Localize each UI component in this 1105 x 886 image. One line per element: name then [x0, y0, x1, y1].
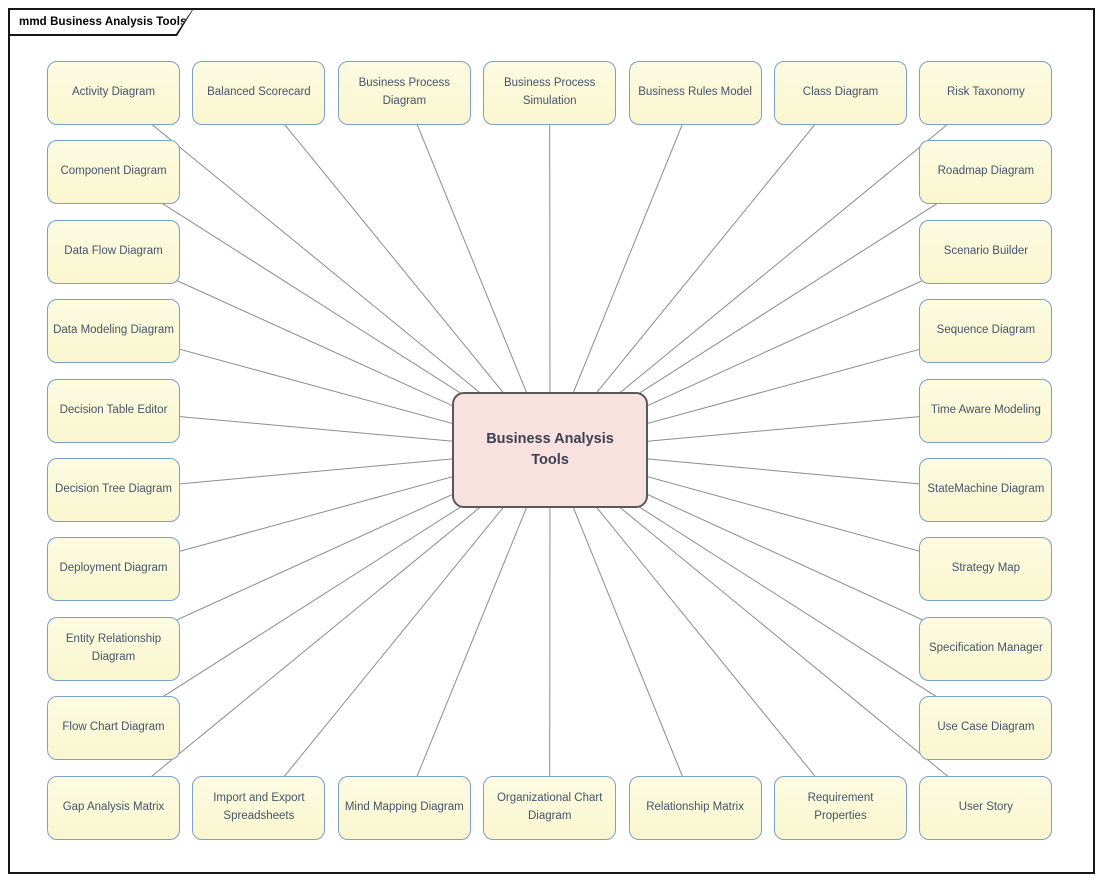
mindmap-node-label: Import and Export Spreadsheets — [213, 791, 305, 822]
mindmap-node[interactable]: Entity Relationship Diagram — [47, 616, 180, 681]
connector-line — [403, 92, 551, 451]
central-node[interactable]: Business Analysis Tools — [452, 392, 648, 508]
mindmap-node-label: Business Process Diagram — [358, 77, 450, 107]
connector-line — [113, 449, 551, 808]
mindmap-node-label: Decision Table Editor — [59, 403, 168, 416]
connector-line — [549, 449, 696, 808]
mindmap-node-label: Scenario Builder — [943, 244, 1029, 257]
mindmap-node-label: Component Diagram — [60, 165, 167, 178]
mindmap-node-label: Specification Manager — [928, 641, 1043, 654]
mindmap-node[interactable]: StateMachine Diagram — [919, 458, 1053, 522]
mindmap-node[interactable]: Business Process Diagram — [337, 61, 471, 125]
mindmap-node[interactable]: Requirement Properties — [774, 775, 907, 840]
diagram-frame-label: mmd Business Analysis Tools — [19, 16, 187, 28]
mindmap-node[interactable]: Business Rules Model — [628, 61, 762, 125]
mindmap-node[interactable]: Class Diagram — [774, 61, 907, 125]
mindmap-node-label: Data Modeling Diagram — [53, 324, 174, 337]
mindmap-node[interactable]: Activity Diagram — [47, 61, 180, 125]
mindmap-node[interactable]: Organizational Chart Diagram — [483, 775, 617, 840]
connector-line — [549, 449, 987, 808]
mindmap-node-label: Class Diagram — [802, 86, 879, 99]
mindmap-node-label: Sequence Diagram — [936, 324, 1036, 337]
connector-line — [258, 92, 551, 451]
mindmap-node[interactable]: Balanced Scorecard — [192, 61, 326, 125]
mindmap-node-label: Organizational Chart Diagram — [496, 791, 603, 822]
mindmap-node[interactable]: Scenario Builder — [919, 219, 1053, 284]
mindmap-node[interactable]: Specification Manager — [919, 616, 1053, 681]
mindmap-node[interactable]: Business Process Simulation — [483, 61, 617, 125]
mindmap-node-label: StateMachine Diagram — [927, 483, 1045, 496]
mindmap-node-label: Mind Mapping Diagram — [344, 800, 464, 813]
mindmap-node-label: Data Flow Diagram — [64, 244, 163, 257]
mindmap-node[interactable]: Decision Table Editor — [47, 378, 180, 443]
mindmap-node[interactable]: User Story — [919, 775, 1053, 840]
connector-line — [113, 92, 551, 451]
mindmap-node[interactable]: Roadmap Diagram — [919, 140, 1053, 205]
mindmap-node-label: Relationship Matrix — [646, 800, 744, 813]
mindmap-node[interactable]: Strategy Map — [919, 537, 1053, 602]
mindmap-node-label: Gap Analysis Matrix — [62, 800, 165, 813]
connector-line — [258, 449, 551, 808]
mindmap-node[interactable]: Mind Mapping Diagram — [337, 775, 471, 840]
mindmap-node-label: Business Process Simulation — [503, 77, 596, 107]
mindmap-node-label: Roadmap Diagram — [937, 165, 1035, 178]
mindmap-node[interactable]: Decision Tree Diagram — [47, 458, 180, 522]
connector-line — [403, 449, 551, 808]
mindmap-node[interactable]: Import and Export Spreadsheets — [192, 775, 326, 840]
mindmap-node[interactable]: Relationship Matrix — [628, 775, 762, 840]
connector-line — [549, 449, 841, 808]
mindmap-node-label: Activity Diagram — [71, 86, 156, 99]
mindmap-node-label: User Story — [958, 800, 1014, 813]
mindmap-node[interactable]: Gap Analysis Matrix — [47, 775, 180, 840]
diagram-frame-tab: mmd Business Analysis Tools — [8, 8, 194, 36]
mindmap-node[interactable]: Sequence Diagram — [919, 299, 1053, 364]
mindmap-node-label: Requirement Properties — [807, 791, 874, 822]
mindmap-node-label: Business Rules Model — [638, 86, 752, 99]
mindmap-node-label: Decision Tree Diagram — [55, 483, 172, 496]
mindmap-node-label: Strategy Map — [951, 562, 1021, 575]
central-node-label: Business Analysis Tools — [486, 430, 614, 468]
mindmap-node[interactable]: Data Modeling Diagram — [47, 299, 180, 364]
mindmap-node[interactable]: Flow Chart Diagram — [47, 696, 180, 761]
connector-line — [549, 92, 987, 451]
connector-line — [549, 92, 841, 451]
mindmap-node-label: Deployment Diagram — [59, 562, 168, 575]
mindmap-node-label: Entity Relationship Diagram — [65, 632, 162, 663]
mindmap-node[interactable]: Time Aware Modeling — [919, 378, 1053, 443]
mindmap-node-label: Time Aware Modeling — [930, 403, 1041, 416]
mindmap-node-label: Balanced Scorecard — [207, 86, 311, 99]
mindmap-node[interactable]: Data Flow Diagram — [47, 219, 180, 284]
mindmap-node-label: Flow Chart Diagram — [62, 721, 165, 734]
mindmap-node[interactable]: Use Case Diagram — [919, 696, 1053, 761]
mindmap-node[interactable]: Deployment Diagram — [47, 537, 180, 602]
mindmap-node[interactable]: Risk Taxonomy — [919, 61, 1053, 125]
mindmap-node[interactable]: Component Diagram — [47, 140, 180, 205]
connector-line — [549, 92, 696, 451]
mindmap-node-label: Risk Taxonomy — [947, 86, 1025, 99]
mindmap-node-label: Use Case Diagram — [937, 721, 1035, 734]
